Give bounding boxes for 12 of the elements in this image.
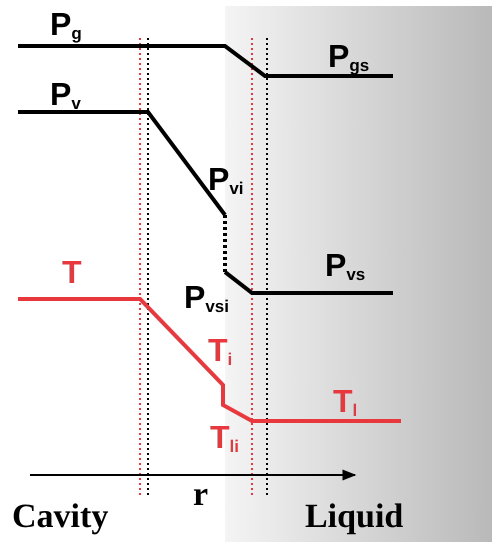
- variable-label: T$_{li}$: [210, 421, 239, 453]
- variable-label: P$_{vi}$: [208, 163, 244, 195]
- region-label: Cavity: [12, 500, 108, 534]
- variable-label: P$_{gs}$: [328, 40, 370, 72]
- variable-label: T$_{l}$: [333, 385, 358, 417]
- variable-label: T$_{i}$: [208, 334, 232, 366]
- variable-label: P$_{vsi}$: [184, 281, 229, 313]
- variable-label: P$_{v}$: [50, 78, 81, 110]
- variable-label: T: [62, 256, 82, 288]
- variable-label: P$_{vs}$: [325, 249, 366, 281]
- region-label: Liquid: [305, 500, 404, 534]
- axis-label: r: [193, 478, 208, 512]
